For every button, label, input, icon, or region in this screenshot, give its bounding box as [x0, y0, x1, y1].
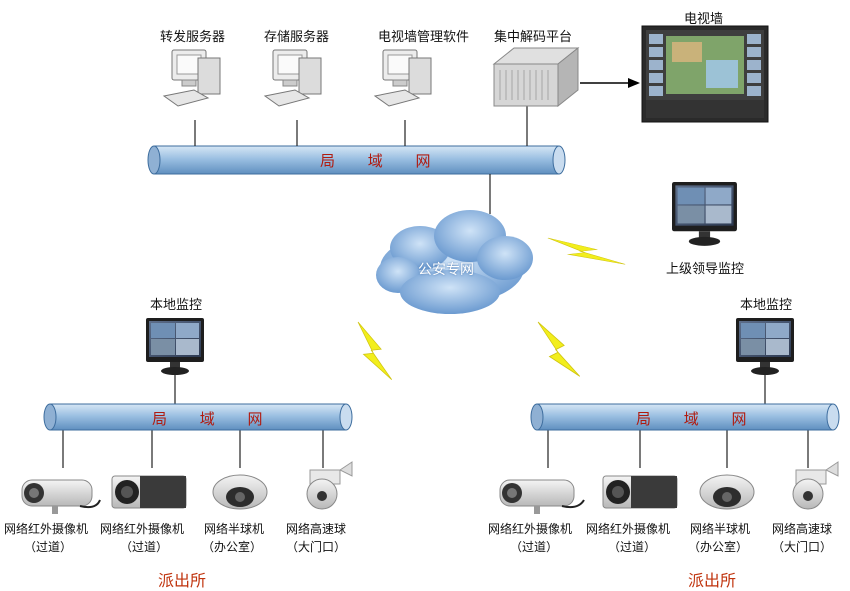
bolt-right-icon [537, 316, 581, 383]
left-lan-label: 局 域 网 [152, 410, 277, 428]
right-device-1-name: 网络红外摄像机 [488, 522, 573, 536]
decoder-platform-icon [492, 46, 580, 108]
left-local-monitor-icon [146, 318, 204, 375]
bolt-left-icon [350, 321, 399, 381]
right-device-4-location: （大门口） [772, 540, 833, 554]
forward-server-icon [163, 49, 221, 107]
right-device-1-location: （过道） [510, 540, 559, 554]
left-device-4-location: （大门口） [286, 540, 347, 554]
decoder-platform-label: 集中解码平台 [494, 30, 573, 45]
right-station-name: 派出所 [688, 571, 737, 590]
right-device-3-location: （办公室） [688, 540, 749, 554]
right-local-monitor-label: 本地监控 [740, 298, 793, 313]
right-device-4-name: 网络高速球 [772, 522, 833, 536]
left-device-2-name: 网络红外摄像机 [100, 522, 185, 536]
right-device-3-name: 网络半球机 [690, 522, 751, 536]
box-camera-icon [111, 475, 187, 509]
left-device-1-location: （过道） [24, 540, 73, 554]
arrow-to-tvwall [580, 78, 640, 88]
storage-server-label: 存储服务器 [264, 30, 330, 45]
tv-wall-icon [641, 25, 769, 123]
upper-monitor-icon [672, 182, 737, 246]
speed-dome-camera-icon [306, 461, 353, 510]
tv-wall-label: 电视墙 [684, 12, 724, 27]
storage-server-icon [264, 49, 322, 107]
left-lan-pipe [43, 403, 353, 431]
dome-camera-icon [699, 474, 755, 510]
upper-monitor-label: 上级领导监控 [666, 262, 745, 277]
box-camera-icon [602, 475, 678, 509]
left-station-name: 派出所 [158, 571, 207, 590]
bullet-camera-icon [21, 479, 101, 514]
tvwall-software-label: 电视墙管理软件 [378, 30, 470, 45]
left-device-3-location: （办公室） [202, 540, 263, 554]
tvwall-software-icon [374, 49, 432, 107]
bolt-upper-icon [547, 235, 626, 267]
forward-server-label: 转发服务器 [160, 30, 226, 45]
right-device-2-location: （过道） [608, 540, 657, 554]
left-connectors [62, 372, 324, 468]
left-device-3-name: 网络半球机 [204, 522, 265, 536]
police-network-cloud [376, 210, 533, 314]
top-lan-pipe [147, 145, 566, 175]
left-device-2-location: （过道） [120, 540, 169, 554]
cloud-label: 公安专网 [418, 262, 474, 278]
left-local-monitor-label: 本地监控 [150, 298, 203, 313]
right-lan-label: 局 域 网 [636, 410, 761, 428]
right-connectors [547, 372, 809, 468]
right-lan-pipe [530, 403, 840, 431]
top-connectors [194, 106, 528, 214]
bullet-camera-icon [499, 479, 585, 514]
top-lan-label: 局 域 网 [320, 152, 445, 170]
left-device-4-name: 网络高速球 [286, 522, 347, 536]
left-device-1-name: 网络红外摄像机 [4, 522, 89, 536]
speed-dome-camera-icon [792, 461, 839, 510]
right-device-2-name: 网络红外摄像机 [586, 522, 671, 536]
dome-camera-icon [212, 474, 268, 510]
right-local-monitor-icon [736, 318, 794, 375]
